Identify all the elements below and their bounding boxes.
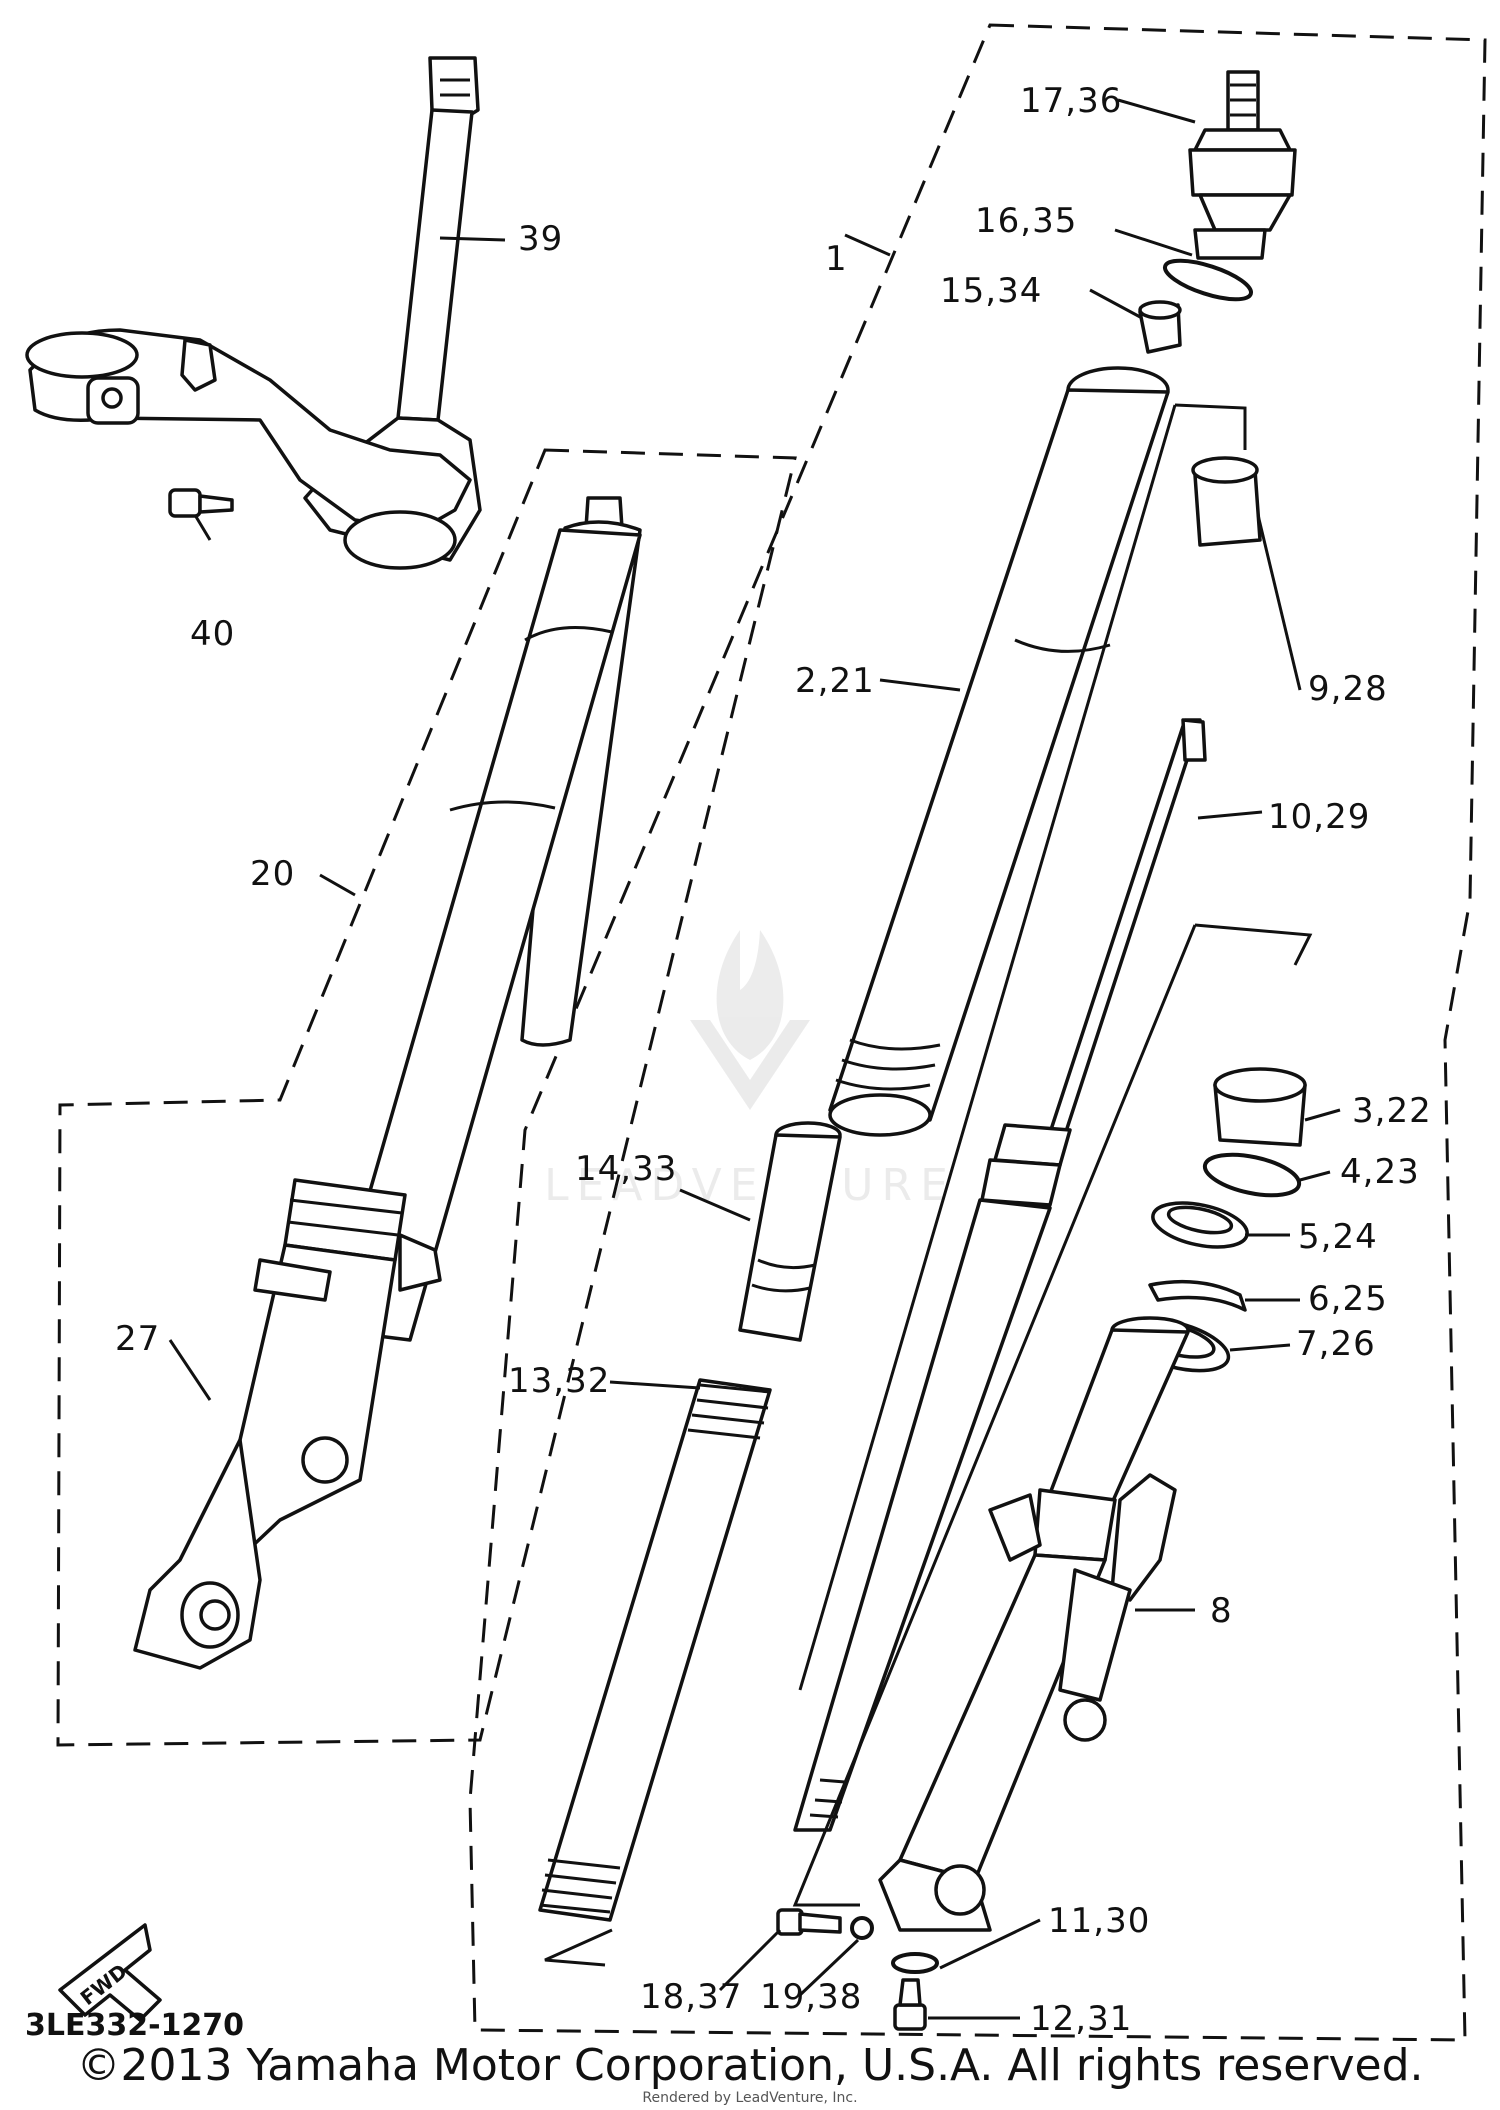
- bracket-line-lower: [1194, 923, 1313, 966]
- diagram-code: 3LE332-1270: [25, 2008, 244, 2043]
- watermark-text: LEADVENTURE: [544, 1160, 956, 1211]
- bushing-9-28: [1191, 456, 1262, 547]
- ring-5-24: [1151, 1201, 1249, 1249]
- callout-16-35: 16,35: [975, 201, 1077, 241]
- washer-19-38: [850, 1916, 874, 1940]
- fork-leg-assembly-20: [133, 496, 642, 1670]
- callout-3-22: 3,22: [1352, 1091, 1432, 1131]
- callout-2-21: 2,21: [795, 661, 875, 701]
- bolt-40: [168, 488, 234, 518]
- callout-4-23: 4,23: [1340, 1152, 1420, 1192]
- bracket-line-9-28: [1174, 403, 1247, 450]
- nut-15-34: [1138, 300, 1182, 354]
- group-line-inner: [798, 404, 1177, 1691]
- washer-11-30: [891, 1952, 939, 1974]
- slider-8: [878, 1316, 1190, 1932]
- callout-17-36: 17,36: [1020, 81, 1122, 121]
- callout-6-25: 6,25: [1308, 1279, 1388, 1319]
- bolt-18-37: [776, 1908, 842, 1936]
- callout-39: 39: [518, 219, 563, 259]
- callout-13-32: 13,32: [508, 1361, 610, 1401]
- callouts: 1 39 40 20 27 17,36 16,35 15,34 2,21 9,2…: [115, 81, 1432, 2039]
- circlip-6-25: [1148, 1279, 1247, 1312]
- callout-14-33: 14,33: [575, 1149, 677, 1189]
- o-ring-16-35: [1162, 258, 1254, 302]
- callout-18-37: 18,37: [640, 1977, 742, 2017]
- callout-8: 8: [1210, 1591, 1233, 1631]
- callout-5-24: 5,24: [1298, 1217, 1378, 1257]
- outer-tube-2-21: [828, 366, 1170, 1137]
- callout-11-30: 11,30: [1048, 1901, 1150, 1941]
- callout-40: 40: [190, 614, 235, 654]
- steering-stem-bracket: [25, 56, 482, 570]
- callout-12-31: 12,31: [1030, 1999, 1132, 2039]
- callout-15-34: 15,34: [940, 271, 1042, 311]
- group-line-spring: [544, 1928, 613, 1967]
- rendered-by-note: Rendered by LeadVenture, Inc.: [642, 2090, 858, 2106]
- callout-9-28: 9,28: [1308, 669, 1388, 709]
- fwd-arrow-icon: FWD: [58, 1923, 162, 2022]
- group-outline-assembly-1: [468, 23, 1487, 2042]
- fork-spring-13-32: [538, 1378, 772, 1922]
- damper-rod-10-29: [793, 718, 1207, 1832]
- group-line-lower: [792, 924, 1197, 1907]
- callout-1: 1: [825, 239, 848, 279]
- washer-4-23: [1202, 1152, 1302, 1198]
- callout-20: 20: [250, 854, 295, 894]
- callout-7-26: 7,26: [1296, 1324, 1376, 1364]
- callout-10-29: 10,29: [1268, 797, 1370, 837]
- cap-bolt-17-36: [1188, 70, 1297, 260]
- watermark: LEADVENTURE: [544, 930, 956, 1211]
- group-outline-assembly-20: [56, 448, 797, 1747]
- leader-lines: [168, 98, 1341, 2020]
- spacer-14-33: [738, 1121, 842, 1342]
- drain-bolt-12-31: [893, 1978, 927, 2031]
- callout-27: 27: [115, 1319, 160, 1359]
- callout-19-38: 19,38: [760, 1977, 862, 2017]
- copyright-notice: ©2013 Yamaha Motor Corporation, U.S.A. A…: [76, 2040, 1424, 2091]
- oil-seal-3-22: [1213, 1067, 1307, 1147]
